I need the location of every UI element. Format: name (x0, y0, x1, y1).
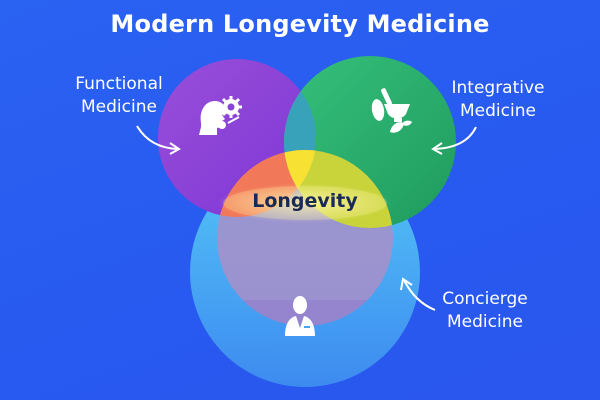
concierge-medicine-label: Concierge Medicine (430, 288, 540, 334)
mortar-pestle-icon (371, 88, 412, 133)
head-gears-icon (199, 96, 242, 135)
longevity-center-label: Longevity (252, 190, 358, 212)
diagram-title: Modern Longevity Medicine (110, 10, 490, 38)
arrow-functional (136, 125, 179, 150)
concierge-line2: Medicine (447, 312, 523, 332)
arrow-integrative (433, 126, 477, 150)
integrative-medicine-label: Integrative Medicine (443, 77, 553, 123)
functional-line2: Medicine (81, 97, 157, 117)
arrow-concierge (403, 279, 436, 311)
functional-line1: Functional (75, 74, 163, 94)
functional-medicine-label: Functional Medicine (64, 73, 174, 119)
concierge-line1: Concierge (442, 289, 528, 309)
integrative-line1: Integrative (451, 78, 545, 98)
doctor-icon (285, 296, 315, 336)
integrative-line2: Medicine (460, 101, 536, 121)
